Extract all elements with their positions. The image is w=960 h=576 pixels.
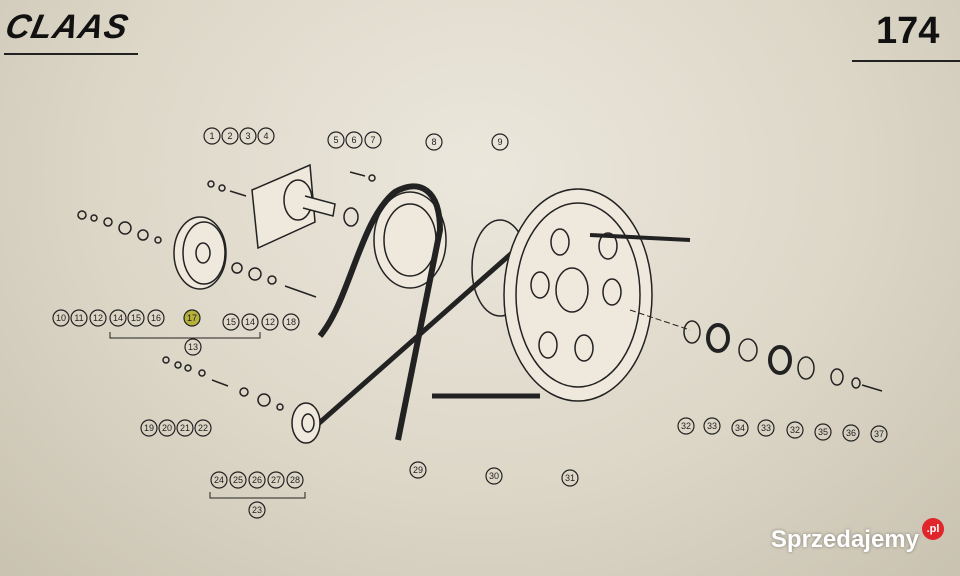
callout-part-17: 17 <box>183 309 201 327</box>
watermark-text: Sprzedajemy <box>770 526 919 553</box>
callout-part-33: 33 <box>703 417 721 435</box>
callout-part-25: 25 <box>229 471 247 489</box>
callout-part-26: 26 <box>248 471 266 489</box>
bushing-5 <box>343 207 359 227</box>
svg-text:9: 9 <box>497 137 502 147</box>
svg-text:20: 20 <box>162 423 172 433</box>
svg-text:27: 27 <box>271 475 281 485</box>
svg-text:30: 30 <box>489 471 499 481</box>
belt-8 <box>317 183 444 441</box>
callout-part-15: 15 <box>222 313 240 331</box>
callout-part-21: 21 <box>176 419 194 437</box>
svg-text:14: 14 <box>245 317 255 327</box>
callout-part-27: 27 <box>267 471 285 489</box>
callout-part-8: 8 <box>425 133 443 151</box>
callout-part-32: 32 <box>677 417 695 435</box>
svg-text:19: 19 <box>144 423 154 433</box>
callout-part-35: 35 <box>814 423 832 441</box>
svg-text:21: 21 <box>180 423 190 433</box>
page-number: 174 <box>876 10 940 52</box>
callout-part-30: 30 <box>485 467 503 485</box>
callout-part-7: 7 <box>364 131 382 149</box>
svg-text:33: 33 <box>707 421 717 431</box>
svg-text:36: 36 <box>846 428 856 438</box>
svg-text:16: 16 <box>151 313 161 323</box>
svg-text:8: 8 <box>431 137 436 147</box>
callout-part-31: 31 <box>561 469 579 487</box>
callout-part-5: 5 <box>327 131 345 149</box>
callout-part-36: 36 <box>842 424 860 442</box>
pulley-28 <box>291 402 321 444</box>
svg-text:24: 24 <box>214 475 224 485</box>
callout-part-1: 1 <box>203 127 221 145</box>
svg-text:28: 28 <box>290 475 300 485</box>
callout-part-12: 12 <box>89 309 107 327</box>
svg-text:35: 35 <box>818 427 828 437</box>
svg-text:4: 4 <box>263 131 268 141</box>
callout-part-23: 23 <box>248 501 266 519</box>
callout-part-32: 32 <box>786 421 804 439</box>
callout-part-22: 22 <box>194 419 212 437</box>
svg-text:2: 2 <box>227 131 232 141</box>
svg-text:23: 23 <box>252 505 262 515</box>
page-number-divider <box>852 60 960 62</box>
callout-part-18: 18 <box>282 313 300 331</box>
callout-part-2: 2 <box>221 127 239 145</box>
callout-part-16: 16 <box>147 309 165 327</box>
watermark-badge: .pl <box>922 518 944 540</box>
svg-text:25: 25 <box>233 475 243 485</box>
svg-text:33: 33 <box>761 423 771 433</box>
header-divider <box>4 53 138 55</box>
callout-part-11: 11 <box>70 309 88 327</box>
svg-text:34: 34 <box>735 423 745 433</box>
svg-text:13: 13 <box>188 342 198 352</box>
svg-text:15: 15 <box>131 313 141 323</box>
callout-part-3: 3 <box>239 127 257 145</box>
pulley-31 <box>503 188 653 402</box>
svg-text:26: 26 <box>252 475 262 485</box>
callout-part-28: 28 <box>286 471 304 489</box>
svg-text:18: 18 <box>286 317 296 327</box>
callout-part-15: 15 <box>127 309 145 327</box>
callout-part-14: 14 <box>241 313 259 331</box>
callout-part-34: 34 <box>731 419 749 437</box>
svg-text:6: 6 <box>351 135 356 145</box>
svg-text:7: 7 <box>370 135 375 145</box>
svg-text:29: 29 <box>413 465 423 475</box>
callout-part-6: 6 <box>345 131 363 149</box>
svg-text:17: 17 <box>187 313 197 323</box>
callout-part-29: 29 <box>409 461 427 479</box>
callout-part-24: 24 <box>210 471 228 489</box>
callout-part-9: 9 <box>491 133 509 151</box>
callout-part-4: 4 <box>257 127 275 145</box>
callout-part-37: 37 <box>870 425 888 443</box>
callout-part-12: 12 <box>261 313 279 331</box>
svg-text:15: 15 <box>226 317 236 327</box>
callout-part-19: 19 <box>140 419 158 437</box>
svg-text:37: 37 <box>874 429 884 439</box>
callout-part-10: 10 <box>52 309 70 327</box>
svg-text:31: 31 <box>565 473 575 483</box>
callout-part-20: 20 <box>158 419 176 437</box>
callout-part-33: 33 <box>757 419 775 437</box>
shaft <box>302 195 336 217</box>
pulley-17 <box>173 216 227 290</box>
svg-text:12: 12 <box>265 317 275 327</box>
callout-part-14: 14 <box>109 309 127 327</box>
svg-text:10: 10 <box>56 313 66 323</box>
watermark: Sprzedajemy .pl <box>771 518 944 554</box>
svg-text:14: 14 <box>113 313 123 323</box>
svg-text:5: 5 <box>333 135 338 145</box>
svg-text:22: 22 <box>198 423 208 433</box>
svg-text:1: 1 <box>209 131 214 141</box>
svg-text:12: 12 <box>93 313 103 323</box>
pulley-8 <box>373 191 447 289</box>
svg-text:32: 32 <box>790 425 800 435</box>
callout-part-13: 13 <box>184 338 202 356</box>
svg-text:11: 11 <box>74 313 83 323</box>
svg-text:32: 32 <box>681 421 691 431</box>
svg-text:3: 3 <box>245 131 250 141</box>
